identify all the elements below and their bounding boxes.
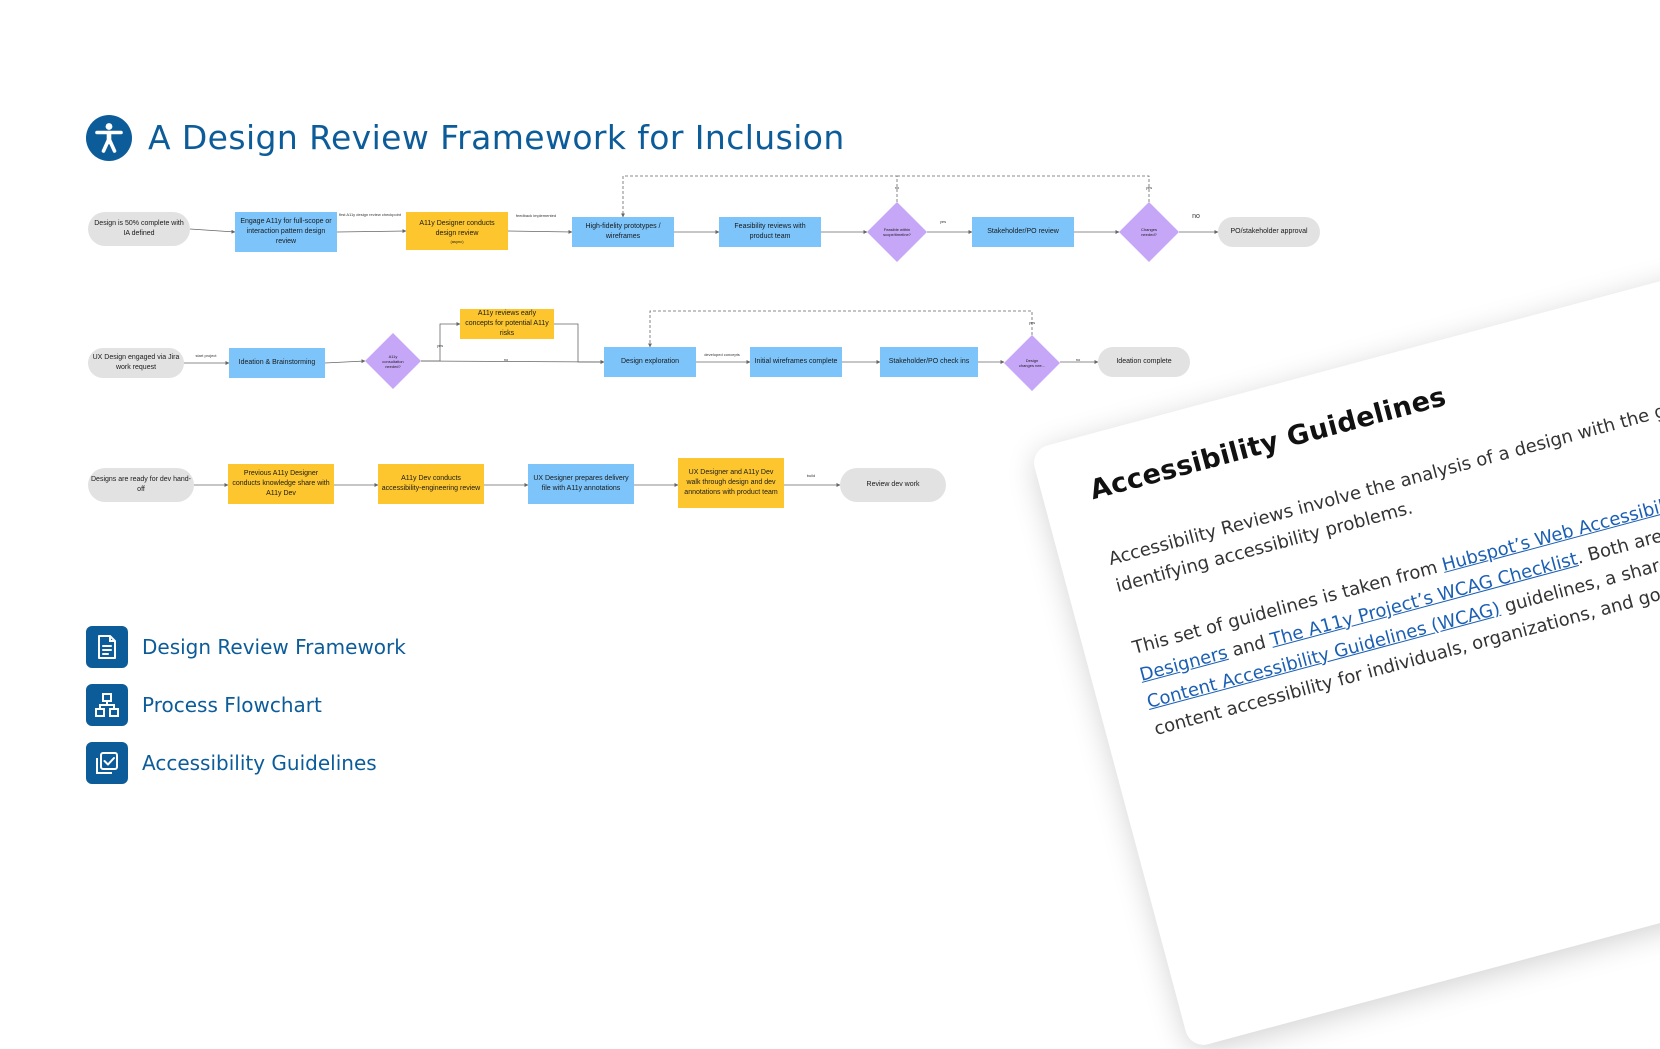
edge-label: yes: [1145, 185, 1153, 190]
flowchart-canvas: [88, 175, 1320, 508]
flow-node-row3-4-shape: [528, 464, 634, 504]
flow-node-row1-4-shape: [572, 217, 674, 247]
flow-node-row2-7-shape: [880, 347, 978, 377]
flowchart-icon: [86, 684, 128, 726]
flow-node-row1-3-shape: [406, 212, 508, 250]
flow-node-row1-5-shape: [719, 217, 821, 247]
flow-node-row2-4-shape: [460, 309, 554, 339]
checklist-icon: [86, 742, 128, 784]
edge-label: yes: [939, 219, 947, 224]
loop-back-connector-3: [648, 310, 1033, 348]
flow-node-row3-2-shape: [228, 464, 334, 504]
flow-edges: [184, 175, 1219, 487]
flow-arrow: [324, 359, 366, 364]
edge-label: no: [503, 357, 509, 362]
flow-node-row1-8-decision-shape: [1119, 202, 1179, 262]
flow-node-row2-3-decision-shape: [365, 333, 421, 389]
flow-arrow: [189, 228, 236, 234]
edge-label: feedback implemented: [515, 213, 557, 218]
loop-back-connector-2: [897, 175, 1150, 202]
header: A Design Review Framework for Inclusion: [86, 96, 845, 179]
flow-node-row3-5-shape: [678, 458, 784, 508]
flow-node-row1-1-shape: [88, 212, 190, 246]
loop-back-connector-1: [621, 175, 898, 218]
flow-node-row2-5-shape: [604, 347, 696, 377]
edge-label: start project: [195, 353, 217, 358]
flow-node-row3-3-shape: [378, 464, 484, 504]
flow-shapes: [88, 202, 1320, 508]
edge-label: yes: [1028, 320, 1036, 325]
edge-label: developed concepts: [704, 352, 740, 357]
document-icon: [86, 626, 128, 668]
edge-label: no: [1075, 357, 1081, 362]
flow-node-row2-8-decision-shape: [1004, 335, 1060, 391]
flow-node-row2-9-shape: [1098, 347, 1190, 377]
flow-arrow: [507, 229, 573, 234]
flow-node-row1-9-shape: [1218, 217, 1320, 247]
link-process-flowchart[interactable]: Process Flowchart: [86, 684, 406, 726]
link-label: Design Review Framework: [142, 635, 406, 659]
resource-links: Design Review Framework Process Flowchar…: [86, 626, 406, 800]
flow-node-row1-2-shape: [235, 212, 337, 252]
flow-node-row3-1-shape: [88, 468, 194, 502]
page-title: A Design Review Framework for Inclusion: [148, 118, 845, 158]
edge-label: build: [806, 473, 816, 478]
flow-node-row1-7-shape: [972, 217, 1074, 247]
flow-node-row1-6-decision-shape: [867, 202, 927, 262]
edge-label: first A11y design review checkpoint: [339, 212, 401, 217]
accessibility-icon: [86, 114, 132, 161]
rejoin-connector: [554, 323, 605, 364]
link-accessibility-guidelines[interactable]: Accessibility Guidelines: [86, 742, 406, 784]
link-label: Process Flowchart: [142, 693, 322, 717]
edge-label: no: [1192, 213, 1200, 220]
flow-node-row2-6-shape: [750, 347, 842, 377]
flow-arrow: [420, 359, 605, 364]
edge-label: no: [894, 185, 900, 190]
flow-arrow: [336, 229, 407, 234]
flow-node-row2-2-shape: [229, 348, 325, 378]
text: and: [1224, 630, 1274, 663]
edge-label: yes: [436, 343, 444, 348]
link-label: Accessibility Guidelines: [142, 751, 377, 775]
link-design-review-framework[interactable]: Design Review Framework: [86, 626, 406, 668]
flow-node-row2-1-shape: [88, 348, 184, 378]
flow-node-row3-6-shape: [840, 468, 946, 502]
